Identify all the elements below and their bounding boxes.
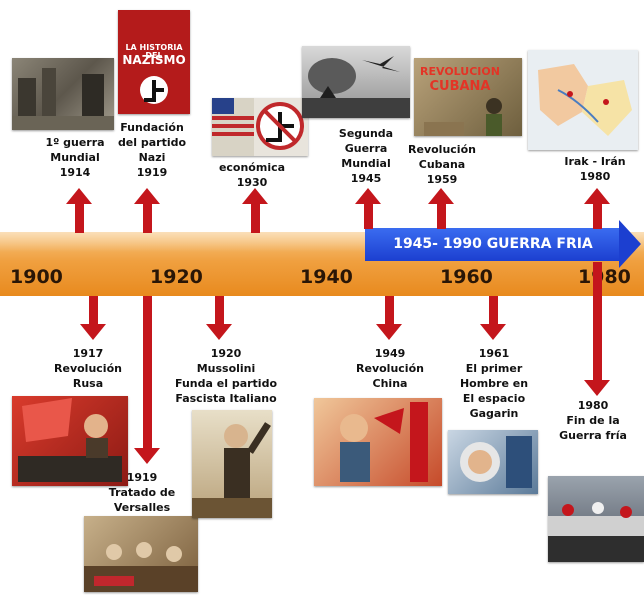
year-1900: 1900 (10, 266, 63, 288)
gagarin-stamp-image (448, 430, 538, 494)
berlin-wall-photo-image (548, 476, 644, 562)
crisis-poster-image (212, 98, 308, 156)
year-1960: 1960 (440, 266, 493, 288)
iraq-iran-map-image (528, 50, 638, 150)
ww1-photo-image (12, 58, 114, 130)
versailles-painting-image (84, 516, 198, 592)
chinese-revolution-poster-image (314, 398, 442, 486)
cold-war-arrow (365, 228, 621, 261)
russian-revolution-poster-image (12, 396, 128, 486)
cold-war-label: 1945- 1990 GUERRA FRIA (393, 236, 593, 252)
mussolini-poster-image (192, 410, 272, 518)
year-1940: 1940 (300, 266, 353, 288)
year-1920: 1920 (150, 266, 203, 288)
ww2-photo-image (302, 46, 410, 118)
year-1980: 1980 (578, 266, 631, 288)
cuba-poster-image: REVOLUCION CUBANA (414, 58, 522, 136)
cold-war-arrow-head (619, 220, 641, 268)
nazismo-book-image: LA HISTORIA DEL NAZISMO (118, 10, 190, 114)
